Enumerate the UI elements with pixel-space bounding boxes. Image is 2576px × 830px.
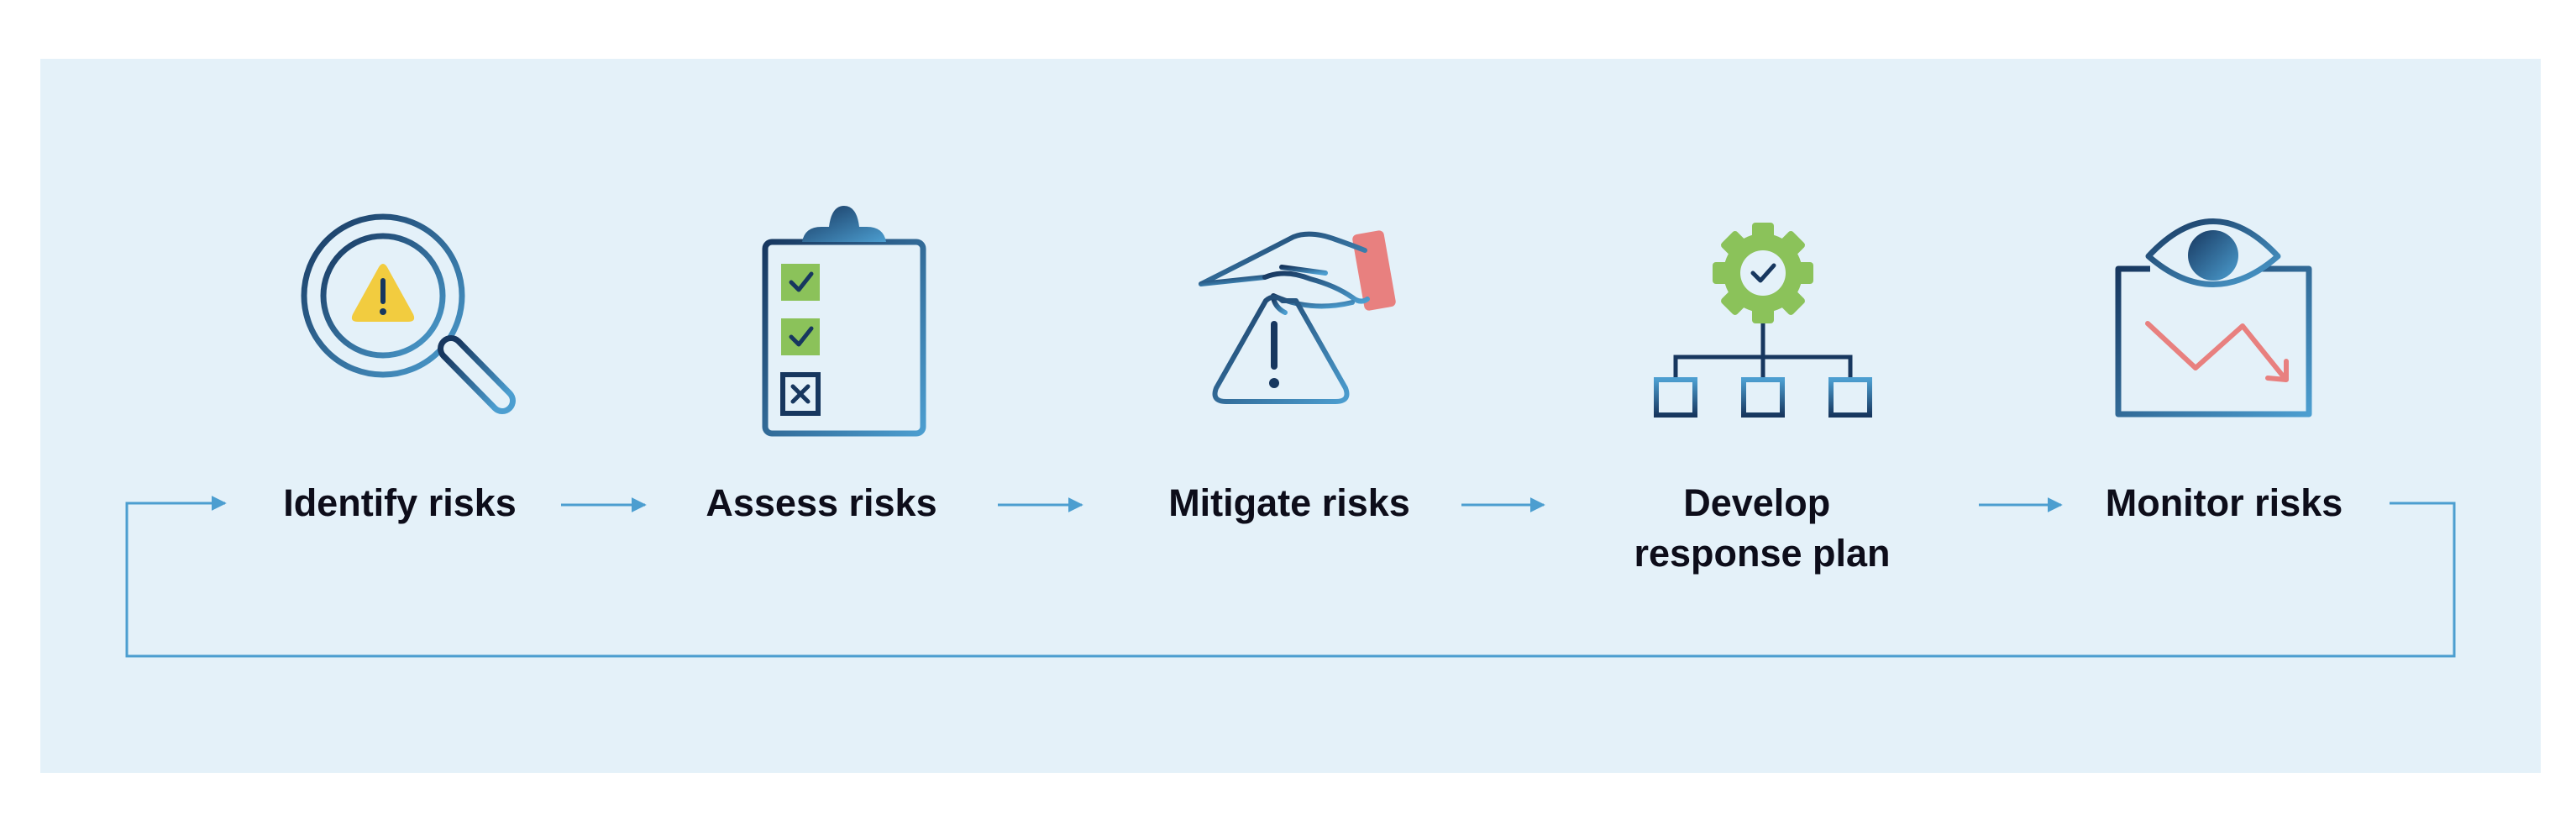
magnifier-warning-icon (301, 213, 516, 414)
step-label-monitor-line-1: Monitor risks (2106, 481, 2343, 524)
step-label-mitigate-line-1: Mitigate risks (1168, 481, 1410, 524)
step-label-develop-line-1: Develop (1683, 481, 1830, 524)
step-label-develop: Develop response plan (1634, 481, 1890, 575)
step-label-assess: Assess risks (706, 481, 936, 524)
step-label-mitigate: Mitigate risks (1168, 481, 1410, 524)
step-label-monitor: Monitor risks (2106, 481, 2343, 524)
eye-trend-chart-icon (2115, 218, 2312, 418)
gear-org-chart-icon (1654, 223, 1872, 418)
step-label-identify-line-1: Identify risks (283, 481, 517, 524)
step-label-develop-line-2: response plan (1634, 532, 1890, 575)
step-label-assess-line-1: Assess risks (706, 481, 936, 524)
step-label-identify: Identify risks (283, 481, 517, 524)
hand-over-warning-icon (1199, 230, 1396, 404)
feedback-loop-arrow (125, 496, 2456, 658)
clipboard-checklist-icon (762, 206, 926, 437)
